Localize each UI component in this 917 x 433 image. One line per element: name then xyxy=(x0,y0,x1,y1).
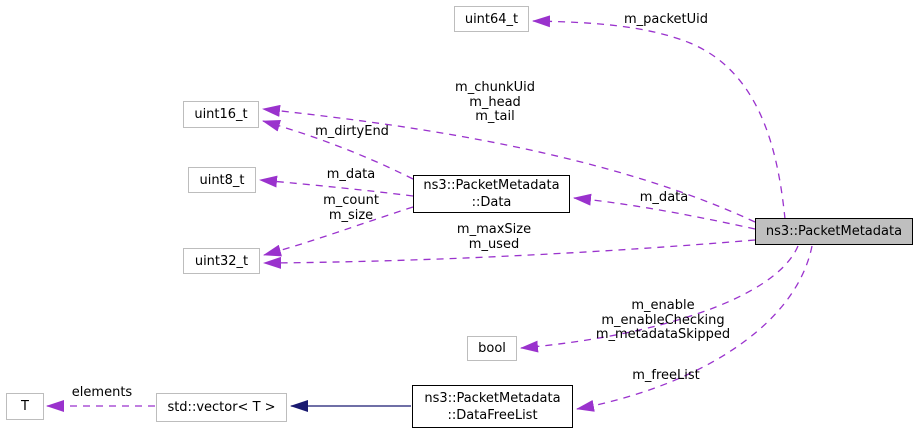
edge-m-chunkuid-head-tail xyxy=(262,104,756,223)
edge-label-elements: elements xyxy=(71,385,133,400)
edge-m-data-to-data xyxy=(573,193,756,230)
edge-label-m-packetuid: m_packetUid xyxy=(623,12,709,27)
node-uint8-t: uint8_t xyxy=(188,167,256,193)
edge-label-m-data-right: m_data xyxy=(639,190,689,205)
node-packetmetadata-datafreelist[interactable]: ns3::PacketMetadata ::DataFreeList xyxy=(412,385,573,428)
node-label: uint32_t xyxy=(194,253,249,269)
node-bool: bool xyxy=(467,336,517,361)
node-label: std::vector< T > xyxy=(167,400,276,415)
node-std-vector: std::vector< T > xyxy=(156,393,287,422)
edge-label-m-enable-flags: m_enable m_enableChecking m_metadataSkip… xyxy=(595,298,731,342)
edge-m-enable-flags xyxy=(520,245,799,353)
node-label: uint16_t xyxy=(194,107,248,122)
node-label-line1: ns3::PacketMetadata xyxy=(423,178,560,193)
node-label: uint64_t xyxy=(464,11,519,27)
node-uint32-t: uint32_t xyxy=(183,248,260,274)
edge-label-m-freelist: m_freeList xyxy=(632,368,700,383)
node-label: uint8_t xyxy=(199,172,245,188)
node-label-line2: ::DataFreeList xyxy=(447,407,538,423)
edge-m-dirtyend xyxy=(262,119,414,180)
node-packetmetadata-main: ns3::PacketMetadata xyxy=(755,218,913,245)
node-t: T xyxy=(6,393,44,420)
node-label: T xyxy=(21,399,29,414)
edge-m-freelist xyxy=(576,245,813,412)
node-packetmetadata-data[interactable]: ns3::PacketMetadata ::Data xyxy=(413,175,570,213)
node-label: ns3::PacketMetadata xyxy=(765,224,903,239)
node-label: bool xyxy=(478,341,506,356)
edge-m-packetuid xyxy=(532,15,786,220)
node-label-line1: ns3::PacketMetadata xyxy=(424,390,561,406)
edge-label-m-count-size: m_count m_size xyxy=(323,193,379,223)
edge-label-m-dirtyend: m_dirtyEnd xyxy=(315,124,389,139)
edge-label-m-data-left: m_data xyxy=(326,167,376,182)
node-uint64-t: uint64_t xyxy=(454,6,529,32)
edge-m-data-to-uint8 xyxy=(259,175,414,197)
edge-label-m-chunkuid-head-tail: m_chunkUid m_head m_tail xyxy=(455,80,535,124)
edge-label-m-maxsize-used: m_maxSize m_used xyxy=(456,222,532,252)
node-label-line2: ::Data xyxy=(471,195,512,210)
edge-m-maxsize-used xyxy=(263,239,756,269)
edge-m-count-size xyxy=(263,206,414,257)
node-uint16-t: uint16_t xyxy=(183,101,259,128)
